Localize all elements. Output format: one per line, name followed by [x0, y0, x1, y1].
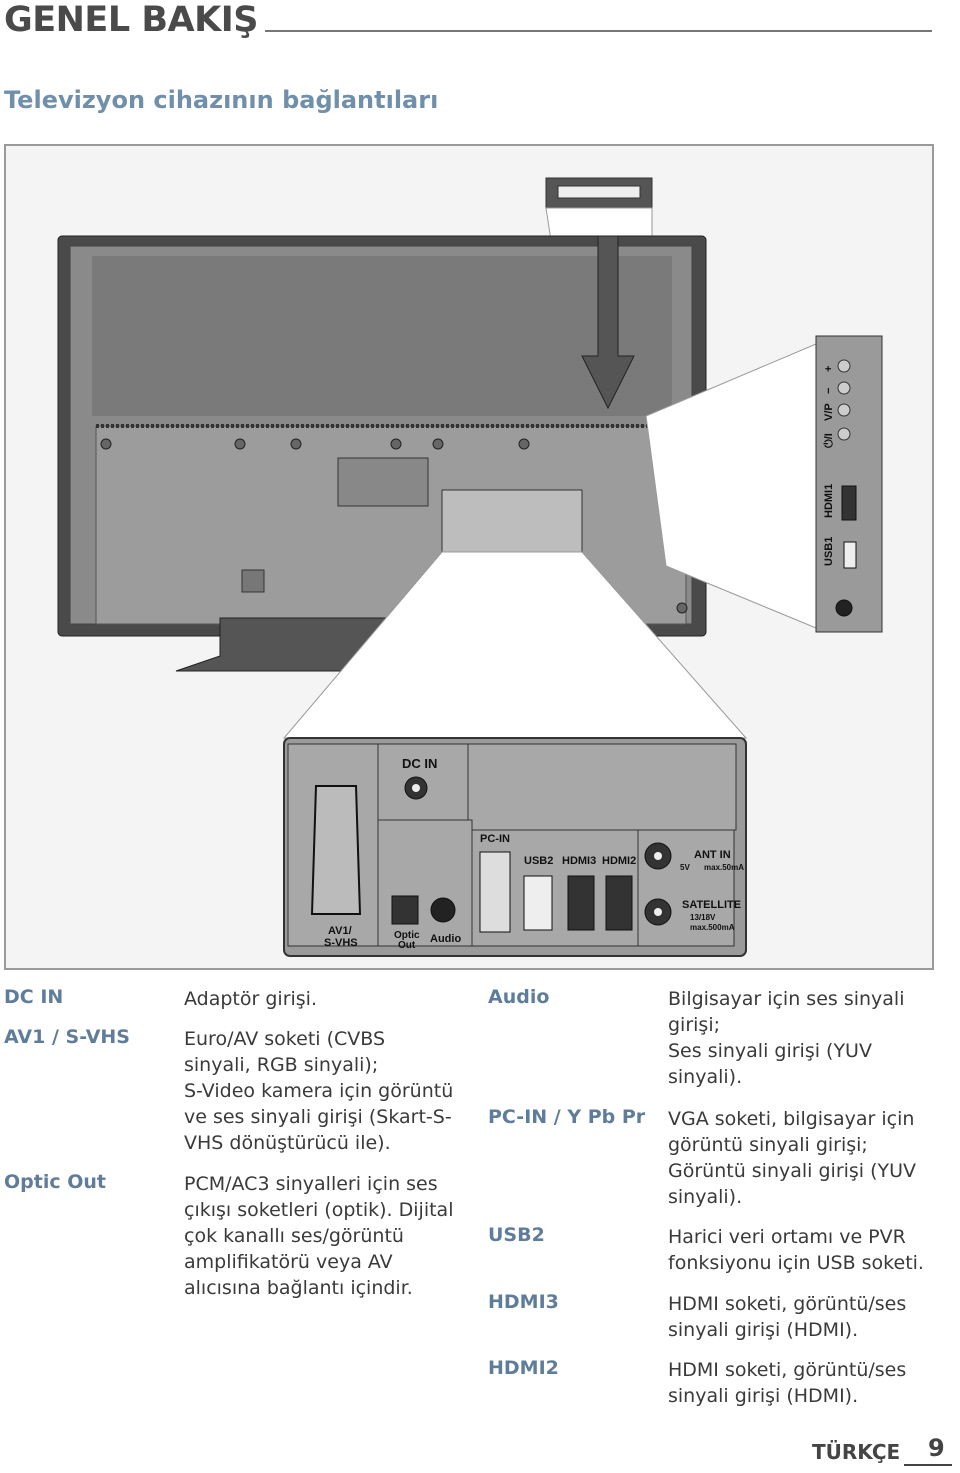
audio-label: Audio	[430, 933, 461, 945]
side-plus-label: +	[823, 366, 835, 372]
legend-desc-av1: Euro/AV soketi (CVBS sinyali, RGB sinyal…	[184, 1028, 454, 1154]
legend-desc-usb2: Harici veri ortamı ve PVR fonksiyonu içi…	[668, 1226, 924, 1274]
mount-square	[241, 569, 265, 593]
pcin-label: PC-IN	[480, 833, 510, 845]
ant-spec-v: 5V	[680, 863, 690, 872]
footer-language: TÜRKÇE	[812, 1440, 901, 1464]
hdmi2-port-icon	[605, 875, 633, 931]
legend-term-hdmi3: HDMI3	[488, 1291, 559, 1313]
optic-audio-section	[377, 819, 473, 947]
arrow-down-icon	[581, 235, 635, 410]
legend-term-dcin: DC IN	[4, 986, 64, 1008]
sat-spec-ma: max.500mA	[690, 923, 735, 932]
legend-term-audio: Audio	[488, 986, 550, 1008]
legend-desc-audio: Bilgisayar için ses sinyali girişi; Ses …	[668, 988, 905, 1088]
legend-term-hdmi2: HDMI2	[488, 1357, 559, 1379]
ant-spec-ma: max.50mA	[704, 863, 744, 872]
legend-term-pcin: PC-IN / Y Pb Pr	[488, 1106, 646, 1128]
minus-button-icon	[837, 381, 851, 395]
av1-label-1: AV1/	[328, 925, 352, 937]
optic-label-1: Optic	[394, 930, 420, 941]
page-title: GENEL BAKIŞ	[4, 0, 258, 40]
av1-label-2: S-VHS	[324, 937, 358, 949]
title-rule	[265, 30, 932, 32]
hdmi3-port-icon	[567, 875, 595, 931]
section-subtitle: Televizyon cihazının bağlantıları	[4, 86, 439, 114]
legend-term-optic: Optic Out	[4, 1171, 106, 1193]
side-usb1-label: USB1	[823, 537, 835, 566]
page-number: 9	[928, 1434, 945, 1462]
vga-port-icon	[479, 851, 511, 933]
scart-port-icon	[310, 785, 362, 915]
satellite-label: SATELLITE	[682, 899, 741, 911]
sat-spec-v: 13/18V	[690, 913, 716, 922]
label-plate	[337, 457, 429, 507]
tv-back-upper	[92, 256, 672, 416]
plus-button-icon	[837, 359, 851, 373]
power-button-icon	[837, 427, 851, 441]
ant-in-label: ANT IN	[694, 849, 731, 861]
upper-right-section	[467, 743, 737, 831]
side-power-label: ⏻/I	[822, 433, 835, 448]
ci-slot	[557, 185, 641, 199]
usb1-port-icon	[843, 541, 857, 569]
legend-desc-dcin: Adaptör girişi.	[184, 988, 317, 1010]
optic-port-icon	[391, 895, 419, 925]
legend-desc-hdmi3: HDMI soketi, görüntü/ses sinyali girişi …	[668, 1293, 907, 1341]
legend-desc-hdmi2: HDMI soketi, görüntü/ses sinyali girişi …	[668, 1359, 907, 1407]
tv-connections-diagram: + − V/P ⏻/I HDMI1 USB1 DC IN AV1/ S-VHS …	[4, 144, 934, 970]
dcin-label: DC IN	[402, 756, 437, 771]
hdmi2-label: HDMI2	[602, 855, 636, 867]
legend-term-usb2: USB2	[488, 1224, 545, 1246]
connector-block-mini	[441, 489, 583, 553]
zoom-funnel-bottom	[282, 551, 748, 739]
hdmi3-label: HDMI3	[562, 855, 596, 867]
headphone-jack-icon	[835, 599, 853, 617]
usb2-port-icon	[523, 875, 553, 931]
legend-desc-pcin: VGA soketi, bilgisayar için görüntü siny…	[668, 1108, 917, 1208]
audio-port-icon	[430, 897, 456, 923]
pc-hdmi-section	[471, 829, 735, 947]
optic-label-2: Out	[398, 940, 416, 951]
legend-term-av1: AV1 / S-VHS	[4, 1026, 130, 1048]
side-vp-label: V/P	[823, 403, 835, 421]
usb2-label: USB2	[524, 855, 553, 867]
side-minus-label: −	[823, 388, 835, 394]
legend-desc-optic: PCM/AC3 sinyalleri için ses çıkışı soket…	[184, 1173, 454, 1299]
hdmi1-port-icon	[841, 485, 857, 521]
vp-button-icon	[837, 403, 851, 417]
footer-rule	[904, 1464, 952, 1466]
side-hdmi1-label: HDMI1	[823, 484, 835, 518]
diagram-svg: + − V/P ⏻/I HDMI1 USB1 DC IN AV1/ S-VHS …	[57, 177, 883, 957]
